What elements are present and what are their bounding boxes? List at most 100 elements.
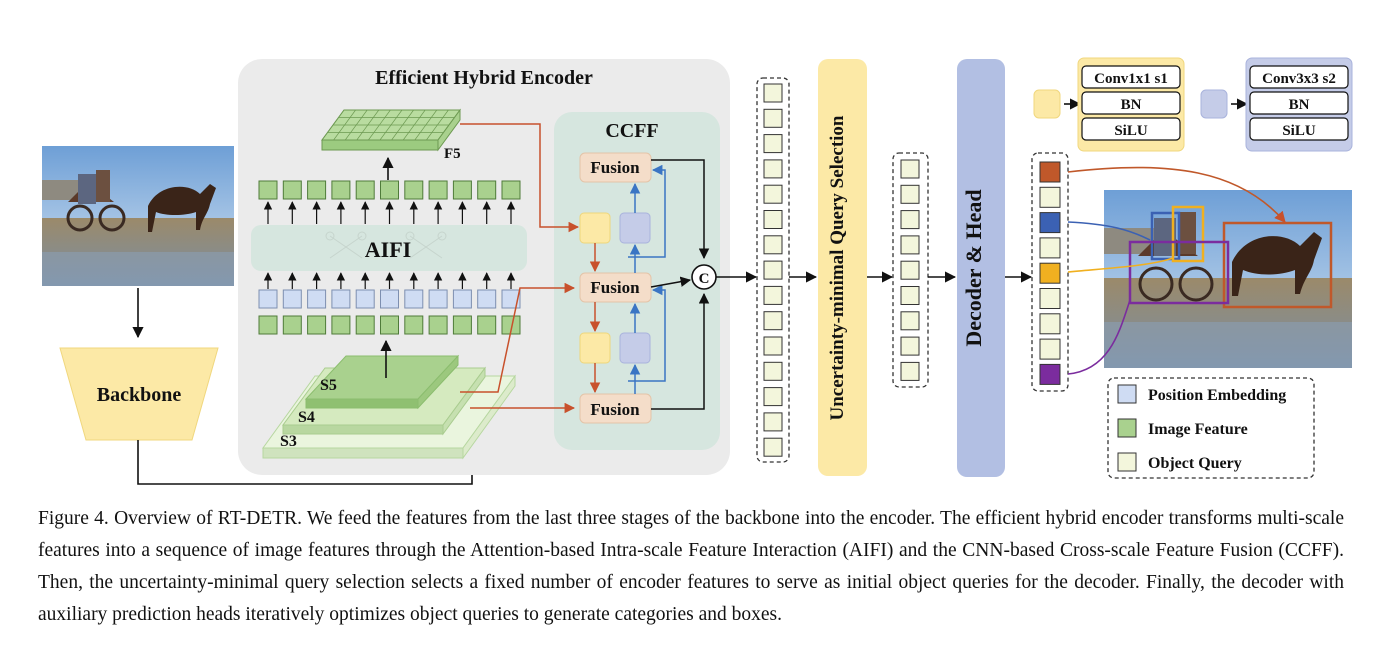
- output-query-token: [1039, 161, 1061, 183]
- image-feature-token: [428, 315, 448, 335]
- aifi-output-token: [501, 180, 521, 200]
- block-legend-layer: [1249, 65, 1349, 89]
- output-image: [1104, 190, 1352, 368]
- decoder-head-label: Decoder & Head: [961, 189, 986, 346]
- position-embedding-token: [428, 289, 448, 309]
- legend-swatch: [1117, 452, 1137, 472]
- aifi-output-token: [452, 180, 472, 200]
- output-query-token: [1039, 288, 1061, 309]
- detection-box-person-left: [1150, 211, 1181, 261]
- block-legend-layer-label: BN: [1289, 97, 1310, 113]
- position-embedding-token: [355, 289, 375, 309]
- stage-label-s5: S5: [320, 377, 337, 394]
- encoder-output-token: [763, 210, 783, 229]
- aifi-output-token: [282, 180, 302, 200]
- multi-scale-features: S3 S4 S5: [262, 354, 516, 460]
- legend-label: Image Feature: [1148, 421, 1248, 438]
- encoder-output-token: [763, 285, 783, 305]
- feature-s5: S5: [304, 354, 460, 410]
- token-legend: [1107, 377, 1315, 479]
- image-feature-token: [258, 315, 278, 335]
- output-query-token: [1039, 212, 1061, 234]
- encoder-title: Efficient Hybrid Encoder: [375, 67, 593, 89]
- legend-swatch: [1117, 418, 1137, 438]
- encoder-output-token: [763, 412, 783, 432]
- position-embedding-token: [501, 289, 521, 309]
- selected-query-token: [900, 235, 920, 255]
- encoder-output-token: [763, 387, 783, 407]
- selected-query-token: [900, 361, 920, 381]
- rt-detr-diagram: Backbone Efficient Hybrid Encoder CCFF S…: [42, 57, 1353, 485]
- encoder-output-token: [763, 235, 783, 255]
- aifi-label: AIFI: [365, 237, 411, 262]
- encoder-output-token: [763, 108, 783, 128]
- aifi-output-token: [331, 180, 351, 200]
- encoder-output-token: [763, 83, 783, 103]
- aifi-input-arrows: [263, 272, 516, 289]
- encoder-output-token: [763, 134, 783, 154]
- block-legend-layer-label: SiLU: [1114, 123, 1148, 139]
- block-legend-swatch: [1200, 89, 1228, 119]
- encoder-output-tokens: [756, 77, 790, 463]
- block-legend-layer-label: SiLU: [1282, 123, 1316, 139]
- fusion-block-top: [579, 152, 652, 183]
- position-embedding-tokens: [258, 289, 521, 309]
- aifi-block: AIFI: [251, 225, 527, 271]
- aifi-output-token: [258, 180, 278, 200]
- f5-feature-map: F5: [321, 108, 461, 162]
- block-legend-layer: [1081, 117, 1181, 141]
- decoder-head-block: Decoder & Head: [957, 59, 1005, 477]
- encoder-output-token: [763, 184, 783, 204]
- output-query-token: [1039, 262, 1061, 284]
- f5-label: F5: [444, 146, 461, 162]
- aifi-output-token: [404, 180, 424, 200]
- image-feature-token: [452, 315, 472, 335]
- backbone-block: Backbone: [59, 347, 219, 441]
- output-query-tokens: [1031, 152, 1069, 392]
- conv1x1-block-lower: [579, 332, 611, 364]
- position-embedding-token: [307, 289, 327, 309]
- encoder-output-token: [763, 437, 783, 457]
- image-feature-token: [355, 315, 375, 335]
- image-feature-token: [404, 315, 424, 335]
- conv3x3-block-lower: [619, 332, 651, 364]
- aifi-output-token: [428, 180, 448, 200]
- image-feature-token: [380, 315, 399, 335]
- backbone-label: Backbone: [97, 384, 182, 406]
- concat-label: C: [699, 271, 710, 287]
- aifi-output-arrows: [263, 201, 516, 224]
- selected-query-tokens: [892, 152, 929, 388]
- selected-query-token: [900, 159, 920, 179]
- block-legend-layer: [1249, 91, 1349, 115]
- output-query-token: [1039, 363, 1061, 385]
- block-legend-layer: [1249, 117, 1349, 141]
- encoder-output-token: [763, 159, 783, 179]
- conv1x1-block-upper: [579, 212, 611, 244]
- selected-query-token: [900, 336, 920, 356]
- position-embedding-token: [477, 289, 497, 309]
- selected-query-token: [900, 210, 920, 230]
- fusion-label-bottom: Fusion: [590, 400, 640, 419]
- block-legend-layer: [1081, 91, 1181, 115]
- legend-label: Position Embedding: [1148, 387, 1286, 404]
- aifi-output-token: [307, 180, 327, 200]
- block-legend-layer-label: Conv3x3 s2: [1262, 71, 1336, 87]
- block-legend-layer-label: BN: [1121, 97, 1142, 113]
- encoder-output-token: [763, 336, 783, 356]
- detection-box-horse: [1222, 221, 1333, 309]
- encoder-output-token: [763, 361, 783, 381]
- legend-label: Object Query: [1148, 455, 1242, 472]
- aifi-output-token: [380, 180, 399, 200]
- selected-query-token: [900, 184, 920, 204]
- output-query-token: [1039, 186, 1061, 208]
- position-embedding-token: [331, 289, 351, 309]
- encoder-output-token: [763, 260, 783, 280]
- output-query-token: [1039, 237, 1061, 259]
- selected-query-token: [900, 286, 920, 305]
- stage-label-s4: S4: [298, 409, 315, 426]
- detection-box-person-right: [1171, 205, 1205, 263]
- image-feature-token: [307, 315, 327, 335]
- ccff-title: CCFF: [605, 120, 658, 142]
- block-legend-layer: [1081, 65, 1181, 89]
